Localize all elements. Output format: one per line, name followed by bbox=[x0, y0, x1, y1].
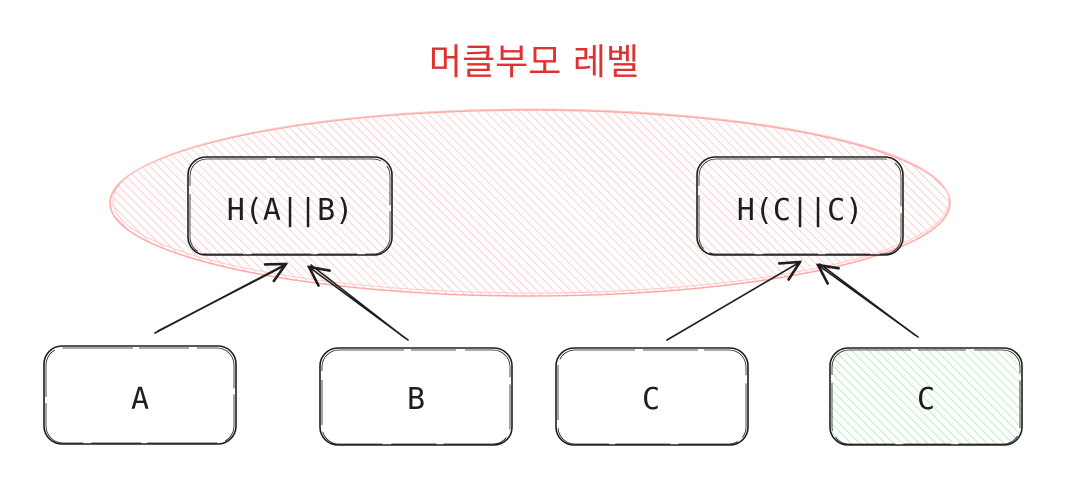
leaf-node-b: B bbox=[319, 347, 513, 446]
leaf-node-c-duplicate: C bbox=[829, 347, 1023, 446]
leaf-node-label: C bbox=[642, 382, 660, 417]
leaf-node-label: B bbox=[407, 382, 425, 417]
page-title: 머클부모 레벨 bbox=[429, 42, 639, 83]
arrow-duplicate-c-sketch-line bbox=[819, 263, 916, 336]
leaf-node-label: C bbox=[917, 382, 935, 417]
leaf-node-label: A bbox=[131, 382, 149, 417]
leaf-node-c: C bbox=[555, 347, 749, 446]
parent-node-ab: H(A||B) bbox=[187, 156, 393, 256]
arrow-a-sketch-line bbox=[157, 265, 285, 332]
parent-node-label: H(A||B) bbox=[227, 193, 353, 228]
leaf-node-a: A bbox=[43, 345, 237, 445]
arrow-c-to-parent bbox=[666, 262, 800, 341]
parent-node-cc: H(C||C) bbox=[696, 156, 904, 256]
arrow-b-sketch-line bbox=[310, 264, 406, 339]
parent-node-label: H(C||C) bbox=[737, 193, 863, 228]
